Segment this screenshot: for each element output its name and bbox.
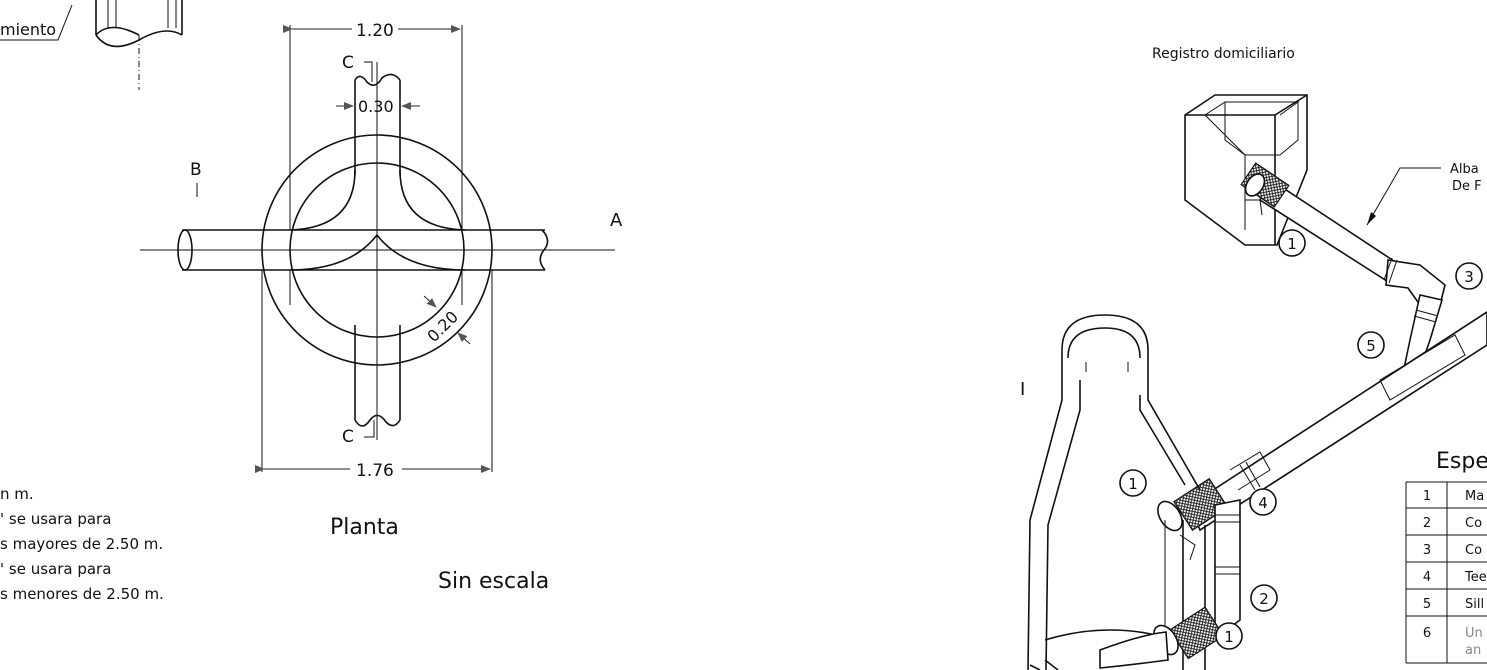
spec-row-text: an (1465, 643, 1481, 658)
note-line: s mayores de 2.50 m. (0, 535, 163, 553)
spec-row-num: 3 (1423, 543, 1431, 558)
balloon-label: 2 (1259, 590, 1269, 608)
callout-label: miento (0, 20, 56, 39)
spec-row-text: Sill (1465, 597, 1484, 612)
spec-row-text: Co (1465, 543, 1482, 558)
spec-row-num: 2 (1423, 516, 1431, 531)
notes: n m. ' se usara para s mayores de 2.50 m… (0, 485, 164, 603)
section-b: B (190, 160, 202, 180)
spec-row-text: Tee (1464, 570, 1487, 585)
section-a: A (610, 210, 623, 231)
spec-row-text: Ma (1465, 489, 1484, 504)
registro-label: Registro domiciliario (1152, 46, 1295, 62)
alba-line1: Alba (1450, 162, 1479, 177)
side-mark: I (1020, 379, 1025, 400)
dim-top-label: 1.20 (356, 21, 394, 41)
spec-row-num: 5 (1423, 597, 1431, 612)
plan-title: Planta (330, 515, 399, 540)
dim-wall-label: 0.20 (423, 307, 462, 346)
item-balloons: 1 3 5 1 4 2 1 (1119, 229, 1483, 650)
domestic-pipe (1240, 162, 1446, 381)
balloon-label: 1 (1128, 475, 1138, 493)
balloon-label: 3 (1464, 268, 1474, 286)
callout-fragment: miento (0, 4, 73, 41)
spec-row-num: 1 (1423, 489, 1431, 504)
spec-row-num: 6 (1423, 626, 1431, 641)
balloon-label: 4 (1258, 494, 1268, 512)
dim-inner-pipe-label: 0.30 (358, 97, 394, 116)
section-c-bottom: C (342, 427, 354, 447)
manhole-body (1027, 314, 1206, 670)
plan-view: 1.20 0.30 0.20 1.76 C C B A Planta Sin e… (140, 21, 623, 594)
balloon-label: 5 (1366, 337, 1376, 355)
spec-row-text: Co (1465, 516, 1482, 531)
alba-line2: De F (1452, 179, 1482, 194)
scale-note: Sin escala (438, 569, 549, 594)
note-line: ' se usara para (0, 560, 111, 578)
spec-title: Espe (1436, 449, 1487, 474)
spec-table: Espe 1 Ma 2 Co 3 Co 4 Tee 5 Sill 6 Un an (1400, 440, 1487, 670)
dim-bottom-label: 1.76 (356, 461, 394, 481)
isometric-view: Registro domiciliario (1020, 46, 1487, 670)
drop-pipe (1099, 499, 1241, 669)
registro-box (1184, 94, 1308, 246)
note-line: ' se usara para (0, 510, 111, 528)
balloon-label: 1 (1287, 235, 1297, 253)
vertical-pipe-fragment (95, 0, 183, 90)
note-line: s menores de 2.50 m. (0, 585, 164, 603)
section-c-top: C (342, 53, 354, 73)
spec-row-text: Un (1465, 626, 1483, 641)
balloon-label: 1 (1224, 628, 1234, 646)
note-line: n m. (0, 485, 34, 503)
main-pipe (1157, 311, 1487, 532)
spec-row-num: 4 (1423, 570, 1431, 585)
